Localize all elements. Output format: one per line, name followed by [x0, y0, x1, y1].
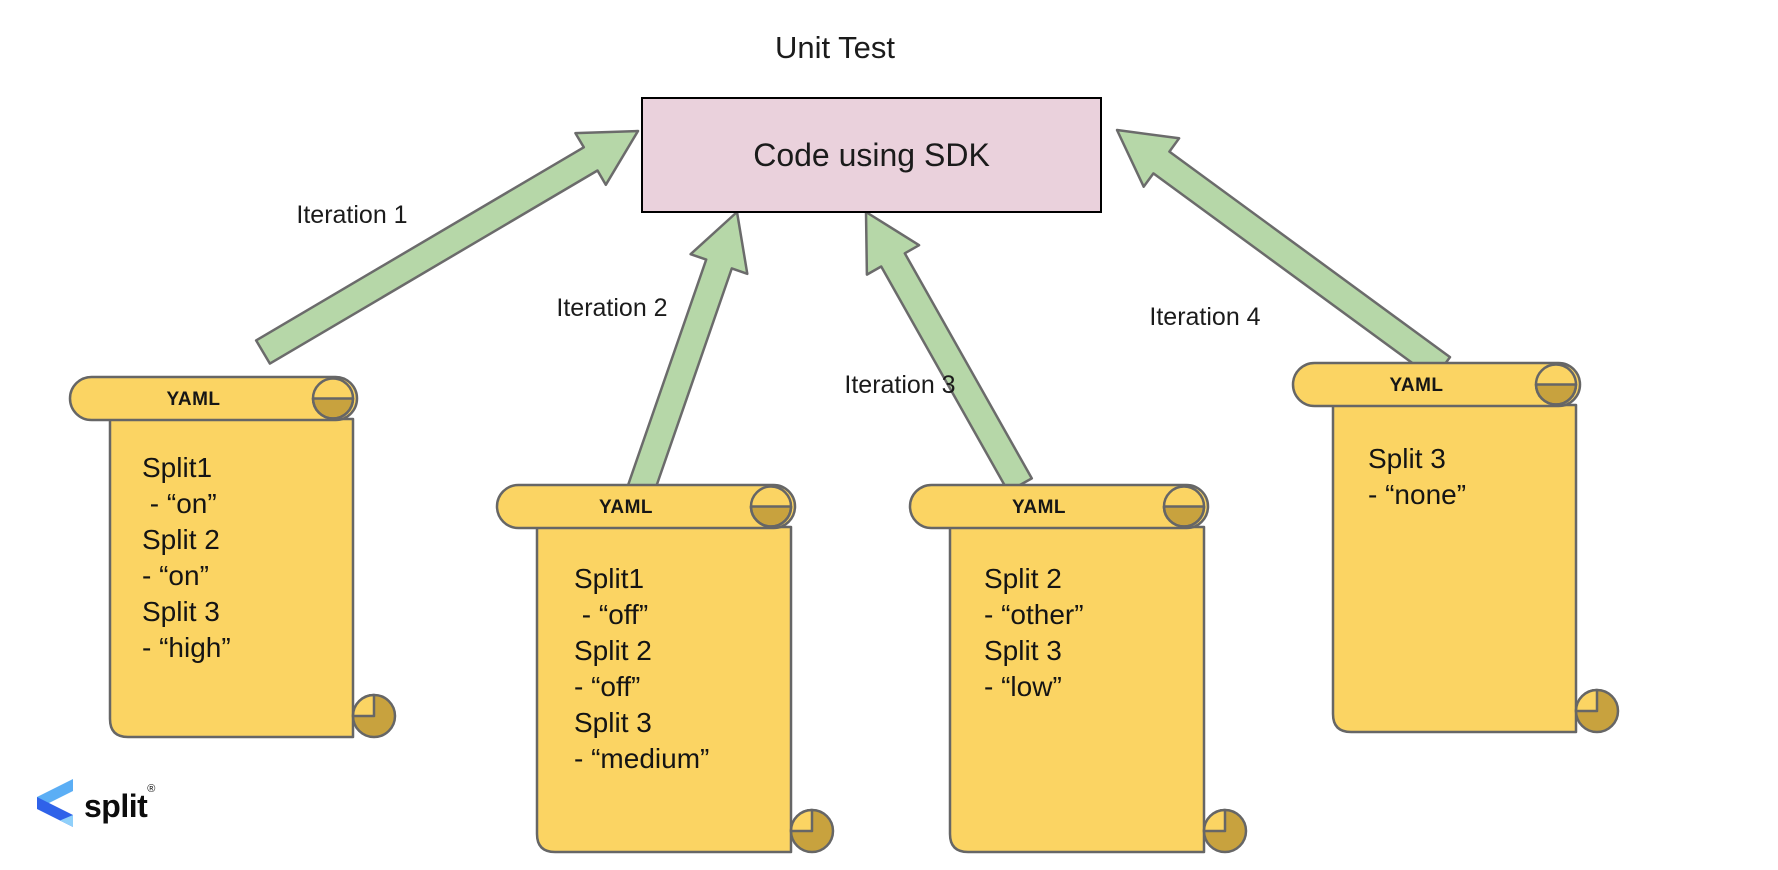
yaml-scroll-3-shape: [908, 483, 1248, 854]
page-title: Unit Test: [774, 30, 896, 65]
code-using-sdk-label: Code using SDK: [753, 136, 990, 173]
arrow-label-iteration-2: Iteration 2: [556, 294, 668, 322]
arrow-iteration-2: [625, 210, 749, 498]
split-logo-text: split: [84, 787, 148, 824]
split-logo: split ®: [33, 779, 155, 833]
yaml-scroll-2-shape: [495, 483, 835, 854]
arrow-label-iteration-3: Iteration 3: [844, 371, 956, 399]
code-using-sdk-box: Code using SDK: [641, 97, 1102, 213]
yaml-scroll-1-shape: [68, 375, 397, 739]
split-logo-icon: [37, 779, 73, 827]
yaml-scroll-2-content: Split1 - “off” Split 2 - “off” Split 3 -…: [574, 563, 710, 774]
yaml-scroll-4-content: Split 3 - “none”: [1368, 443, 1467, 510]
yaml-scroll-4-shape: [1291, 361, 1620, 734]
yaml-scroll-3-header: YAML: [1011, 497, 1067, 518]
arrow-iteration-4: [1115, 128, 1452, 381]
arrow-label-iteration-4: Iteration 4: [1149, 303, 1261, 331]
registered-trademark-symbol: ®: [147, 783, 156, 795]
yaml-scroll-3-content: Split 2 - “other” Split 3 - “low”: [984, 563, 1084, 702]
yaml-scroll-4-header: YAML: [1389, 375, 1444, 396]
yaml-scroll-1-content: Split1 - “on” Split 2 - “on” Split 3 - “…: [142, 452, 231, 663]
arrow-iteration-1: [254, 129, 640, 365]
yaml-scroll-2-header: YAML: [598, 497, 654, 518]
arrow-label-iteration-1: Iteration 1: [296, 201, 408, 229]
yaml-scroll-1-header: YAML: [166, 389, 221, 410]
arrow-iteration-3: [864, 210, 1034, 493]
